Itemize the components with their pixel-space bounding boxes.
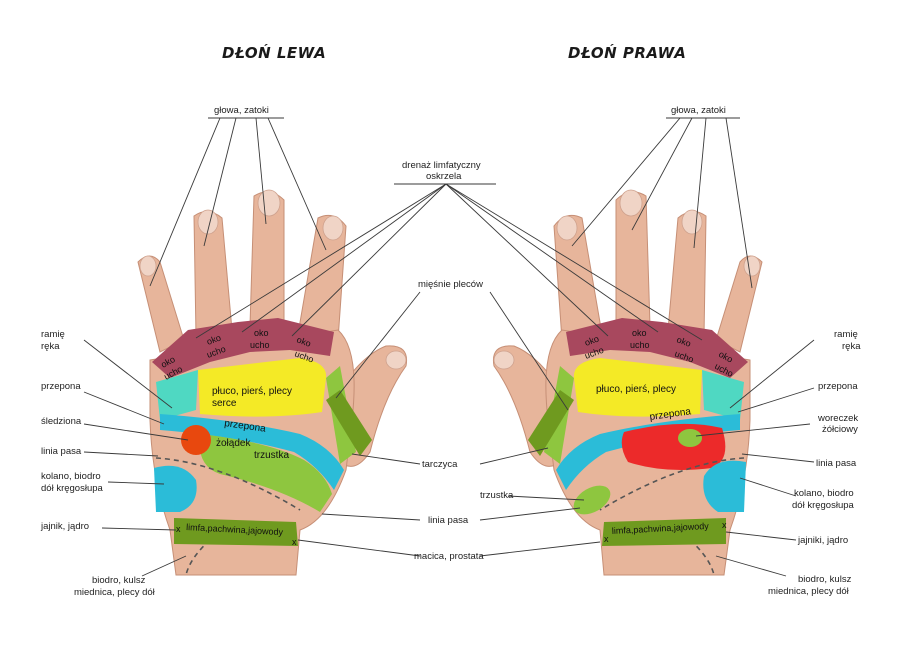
- right-gallbladder-zone: [678, 429, 702, 447]
- right-finger-index: [553, 214, 603, 341]
- right-zone-ucho-2: ucho: [630, 340, 650, 350]
- label-kolano-left-2: dół kręgosłupa: [41, 483, 104, 494]
- right-pancreas-zone: [573, 485, 611, 515]
- label-kolano-right-2: dół kręgosłupa: [792, 500, 855, 511]
- label-trzustka: trzustka: [480, 490, 514, 501]
- label-linia-pasa-right: linia pasa: [816, 458, 857, 469]
- right-knee-zone: [703, 460, 746, 512]
- left-zone-x1: x: [176, 524, 181, 534]
- left-zone-heart: serce: [212, 398, 237, 409]
- right-zone-oko-2: oko: [632, 328, 647, 338]
- right-liver-zone: [621, 423, 726, 470]
- right-lung-zone: [573, 358, 702, 417]
- label-sledziona: śledziona: [41, 416, 82, 427]
- left-lymph-band: [174, 518, 298, 546]
- label-kolano-left-1: kolano, biodro: [41, 471, 101, 482]
- left-thyroid-zone: [326, 390, 372, 456]
- label-kolano-right-1: kolano, biodro: [794, 488, 854, 499]
- right-nail-thumb: [493, 350, 515, 370]
- left-nail-little: [139, 255, 157, 277]
- right-nail-ring: [681, 209, 703, 235]
- left-nail-ring: [197, 209, 219, 235]
- label-jajnik: jajnik, jądro: [40, 521, 89, 532]
- label-biodro-left-1: biodro, kulsz: [92, 575, 146, 586]
- label-macica: macica, prostata: [414, 551, 484, 562]
- left-zone-oko-2: oko: [205, 333, 222, 347]
- left-zone-lung: płuco, pierś, plecy: [212, 386, 292, 397]
- label-glowa-right: głowa, zatoki: [671, 105, 726, 116]
- label-przepona-right: przepona: [818, 381, 858, 392]
- label-ramie-right-1: ramię: [834, 329, 858, 340]
- right-zone-oko-3: oko: [675, 334, 692, 348]
- label-linia-pasa-mid: linia pasa: [428, 515, 469, 526]
- right-hand: oko ucho oko ucho oko ucho oko ucho płuc…: [492, 189, 763, 576]
- left-zone-oko-4: oko: [295, 334, 312, 348]
- right-nail-index: [556, 215, 578, 241]
- label-biodro-right-1: biodro, kulsz: [798, 574, 852, 585]
- labels: głowa, zatoki głowa, zatoki drenaż limfa…: [40, 105, 861, 598]
- right-hand-title: DŁOŃ PRAWA: [568, 44, 687, 62]
- label-ramie-right-2: ręka: [842, 341, 861, 352]
- right-zone-oko-1: oko: [583, 334, 600, 348]
- left-knee-zone: [154, 465, 197, 512]
- label-tarczyca: tarczyca: [422, 459, 458, 470]
- left-lung-zone: [198, 358, 327, 417]
- label-woreczek-1: woreczek: [817, 413, 858, 424]
- label-drenaz-2: oskrzela: [426, 171, 462, 182]
- left-diaphragm-side: [156, 370, 198, 420]
- right-nail-middle: [619, 189, 643, 217]
- left-nail-index: [322, 215, 344, 241]
- label-ramie-left-1: ramię: [41, 329, 65, 340]
- left-spleen-zone: [181, 425, 211, 455]
- left-zone-oko-3: oko: [254, 328, 269, 338]
- left-zone-pancreas: trzustka: [254, 450, 289, 461]
- left-zone-stomach: żołądek: [216, 438, 251, 449]
- left-nail-thumb: [385, 350, 407, 370]
- label-biodro-left-2: miednica, plecy dół: [74, 587, 156, 598]
- right-head-zone: [566, 318, 748, 378]
- label-linia-pasa-left: linia pasa: [41, 446, 82, 457]
- left-zone-ucho-3: ucho: [250, 340, 270, 350]
- right-zone-x1: x: [604, 534, 609, 544]
- label-miesnie: mięśnie pleców: [418, 279, 483, 290]
- left-nail-middle: [257, 189, 281, 217]
- left-stomach-zone: [199, 434, 332, 512]
- label-drenaz-1: drenaż limfatyczny: [402, 160, 481, 171]
- right-zone-lung: płuco, pierś, plecy: [596, 384, 676, 395]
- label-woreczek-2: żółciowy: [822, 424, 858, 435]
- right-thyroid-zone: [528, 390, 574, 456]
- right-diaphragm-side: [702, 370, 744, 420]
- right-nail-little: [743, 255, 761, 277]
- label-glowa-left: głowa, zatoki: [214, 105, 269, 116]
- left-head-zone: [152, 318, 334, 378]
- right-zone-x2: x: [722, 520, 727, 530]
- label-biodro-right-2: miednica, plecy dół: [768, 586, 850, 597]
- label-jajniki: jajniki, jądro: [797, 535, 848, 546]
- left-zone-x2: x: [292, 537, 297, 547]
- left-hand: oko ucho oko ucho oko ucho oko ucho płuc…: [137, 189, 408, 576]
- left-finger-little: [137, 255, 185, 353]
- leader-lines: [83, 117, 815, 577]
- label-ramie-left-2: ręka: [41, 341, 60, 352]
- label-przepona-left: przepona: [41, 381, 81, 392]
- left-hand-title: DŁOŃ LEWA: [222, 44, 327, 62]
- right-lymph-band: [602, 518, 726, 546]
